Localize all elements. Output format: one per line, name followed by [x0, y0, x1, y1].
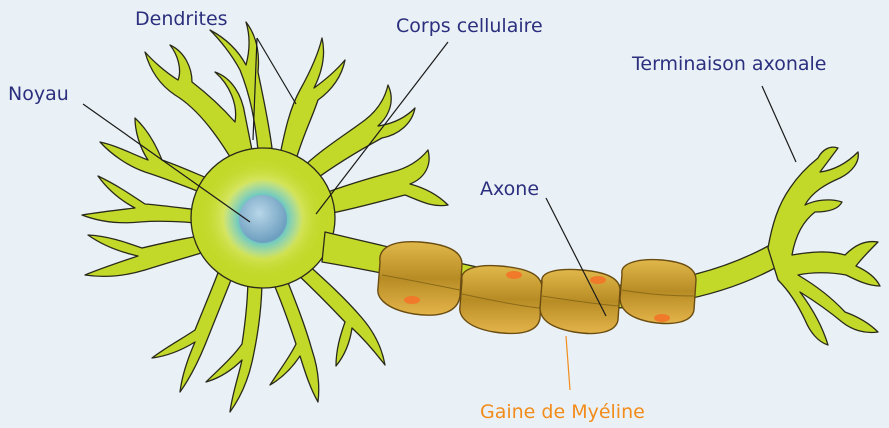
label-axone: Axone — [480, 180, 539, 199]
label-noyau: Noyau — [8, 85, 69, 104]
leader-line-terminaison — [762, 86, 796, 162]
label-gaine-myeline: Gaine de Myéline — [480, 403, 645, 422]
myelin-segment — [540, 270, 620, 334]
dendrite-branch — [270, 275, 319, 402]
myelin-segment — [620, 260, 696, 324]
label-terminaison-axonale: Terminaison axonale — [632, 55, 826, 74]
myelin-sheaths — [378, 242, 696, 334]
label-corps-cellulaire: Corps cellulaire — [396, 17, 543, 36]
leader-line-myeline — [566, 336, 570, 390]
label-dendrites: Dendrites — [135, 10, 228, 29]
axon-terminal — [768, 147, 880, 345]
myelin-segment — [378, 242, 462, 316]
myelin-segment — [460, 266, 542, 334]
